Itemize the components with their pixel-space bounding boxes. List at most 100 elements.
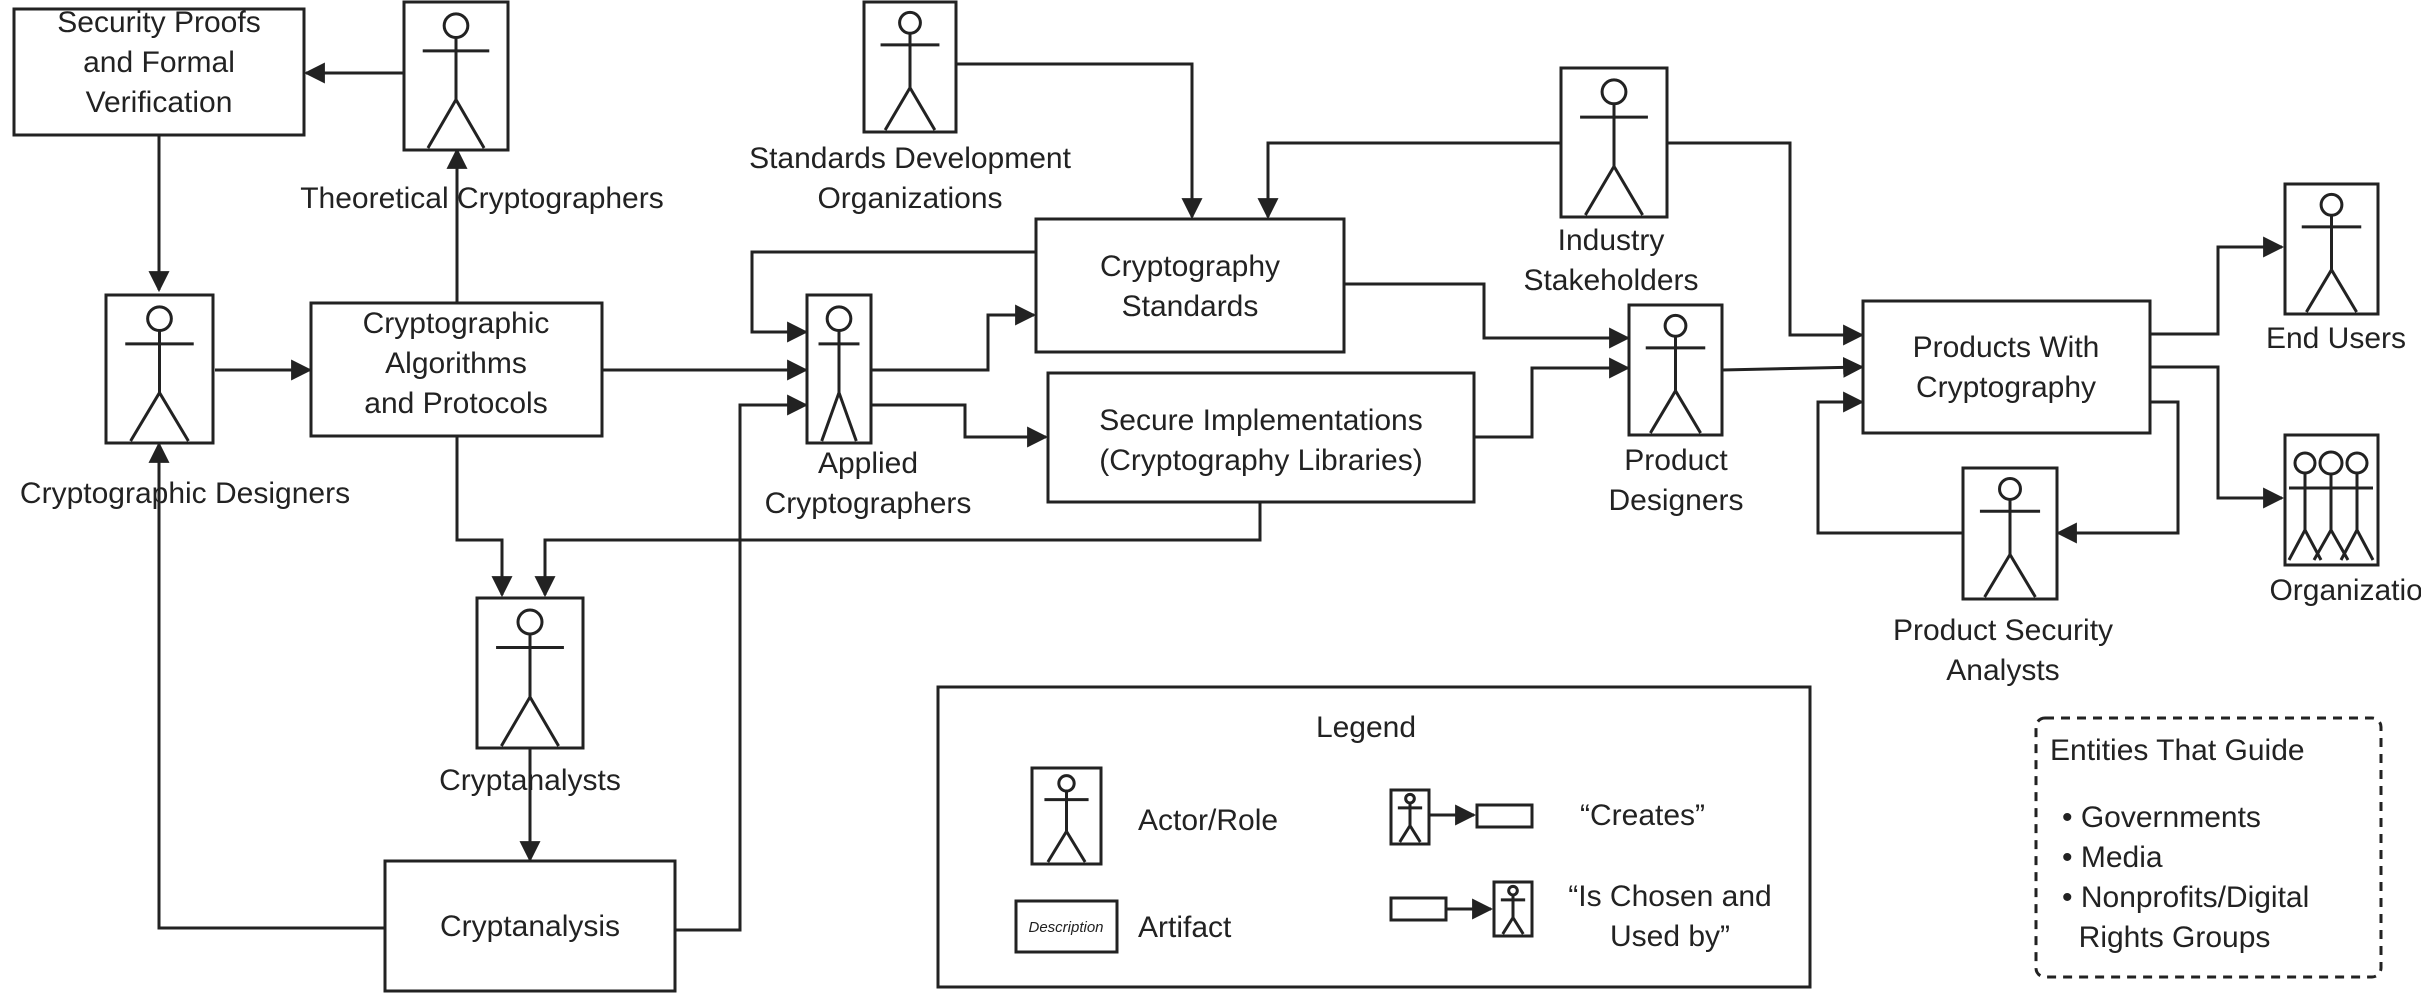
legend-title: Legend [1316,711,1416,744]
stick-figure-leg [837,392,858,442]
arrow-products-to-end-users [2150,236,2285,336]
stick-figure-leg [426,98,458,149]
label-line: Rights Groups [2062,921,2270,954]
label-line: Cryptographic Designers [20,477,350,510]
label: Cryptanalysts [439,764,621,797]
group-figures [2287,450,2375,561]
actor-icon [862,0,958,134]
connectors [148,62,2285,932]
arrow-implementations-to-product-designers [1475,357,1631,439]
label-line: Cryptography [1100,250,1280,283]
stick-figure-head [1998,476,2022,501]
legend-chosen-actor-icon [1492,880,1534,938]
stick-figure-leg [1398,824,1412,843]
label-line: Algorithms [385,347,527,380]
arrow-industry-to-standards [1257,141,1560,220]
actor-theoretical-cryptographers: Theoretical Cryptographers [300,0,664,215]
label-line: Cryptanalysis [440,910,620,943]
arrow-sdo-to-standards [956,62,1203,220]
actor-organizations: Organizations [2269,433,2421,607]
arrow-products-to-security-analysts [2055,400,2180,544]
label: Cryptanalysis [440,910,620,943]
actor-icon [104,293,215,445]
legend-creates-label: “Creates” [1580,799,1705,832]
label-line: “Is Chosen and [1568,880,1771,913]
stick-figure-leg [1649,390,1677,434]
legend-actor-icon [1030,766,1103,866]
stick-figure-leg [2330,269,2358,313]
label: End Users [2266,322,2406,355]
label-line: Standards Development [749,142,1072,175]
actor-frame [1492,880,1534,938]
label: Cryptographic Designers [20,477,350,510]
stick-figure-leg [1612,165,1644,216]
legend-actor-role-label: Actor/Role [1138,804,1278,837]
label-line: Analysts [1946,654,2059,687]
actor-cryptanalysts: Cryptanalysts [439,596,621,797]
actor-icon [1627,303,1724,437]
actor-cryptographic-designers: Cryptographic Designers [20,293,350,510]
stick-figure-head [898,10,922,35]
stick-figure-leg [2305,269,2333,313]
actor-end-users: End Users [2266,182,2406,355]
stick-figure-leg [908,87,937,131]
artifact-implementations: Secure Implementations (Cryptography Libr… [1046,371,1476,504]
arrow-cryptanalysis-to-designers [148,441,385,930]
stick-figure-leg [528,696,560,747]
label-line: • Governments [2062,801,2261,834]
arrow-products-to-organizations [2150,365,2285,509]
label-line: End Users [2266,322,2406,355]
arrow-standards-to-product-designers [1344,282,1631,349]
arrow-applied-to-standards [872,304,1037,372]
stick-figure-leg [158,391,190,442]
arrow-security-analysts-to-products [1816,391,1962,535]
legend-creates-actor-icon [1389,788,1431,846]
stick-figure-leg [1501,916,1515,935]
arrow-industry-to-products [1667,141,1865,346]
stick-figure-leg [1584,165,1616,216]
label-line: Organizations [817,182,1002,215]
stick-figure-head [1663,313,1688,338]
stick-figure-leg [129,391,161,442]
stick-figure-leg [883,87,912,131]
label-line: Products With [1913,331,2100,364]
stick-figure-leg [500,696,532,747]
label-line: Cryptography [1916,371,2096,404]
actor-icon [805,293,873,445]
legend-artifact-box [1014,899,1119,954]
label-line: Industry [1558,224,1665,257]
label-line: Secure Implementations [1099,404,1423,437]
label-line: Theoretical Cryptographers [300,182,664,215]
actor-icon [402,0,510,152]
label-line: Cryptographic [363,307,550,340]
stick-figure-leg [454,98,486,149]
actor-icon [1559,66,1669,219]
label-line: (Cryptography Libraries) [1099,444,1422,477]
label-line: Product Security [1893,614,2113,647]
stick-figure-leg [1511,916,1525,935]
label-line: • Nonprofits/Digital [2062,881,2309,914]
label: Organizations [2269,574,2421,607]
label-line: Used by” [1610,920,1730,953]
label-line: and Formal [83,46,235,79]
label-line: Security Proofs [57,6,260,39]
actor-icon [475,596,585,750]
label-line: Organizations [2269,574,2421,607]
